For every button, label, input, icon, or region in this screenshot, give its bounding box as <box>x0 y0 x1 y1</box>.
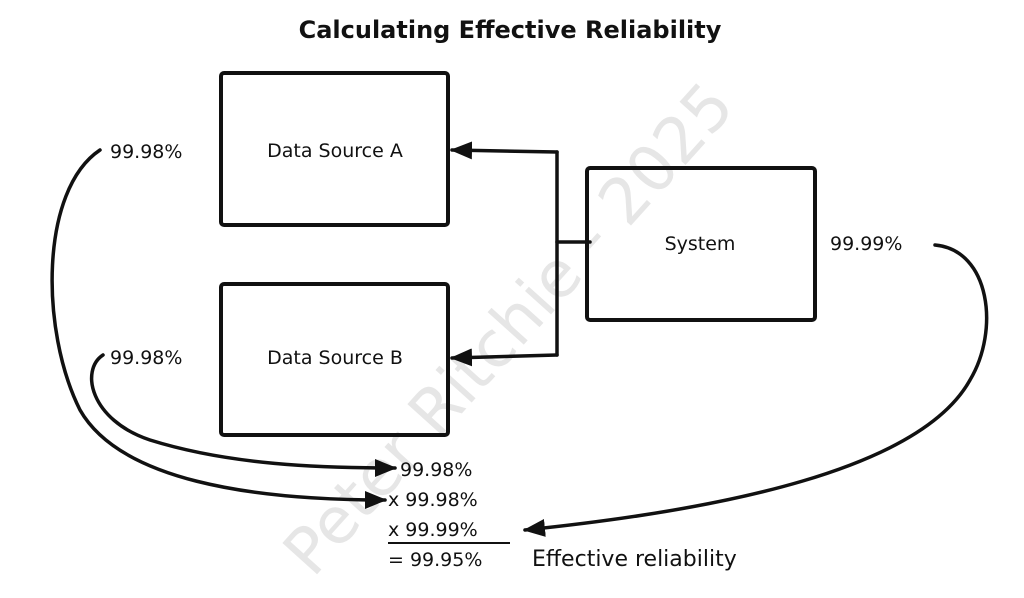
system-curve-arrow <box>523 243 989 537</box>
arrow-to-source-a <box>450 141 559 160</box>
calc-result: = 99.95% <box>388 549 482 571</box>
source-b-reliability: 99.98% <box>110 347 182 369</box>
data-source-a-box <box>219 71 450 227</box>
system-reliability: 99.99% <box>830 233 902 255</box>
data-source-a-label: Data Source A <box>267 140 403 162</box>
diagram-title: Calculating Effective Reliability <box>299 16 722 44</box>
data-source-b-label: Data Source B <box>267 347 403 369</box>
calc-result-label: Effective reliability <box>532 547 737 572</box>
source-a-reliability: 99.98% <box>110 141 182 163</box>
source-a-curve-arrow <box>50 148 387 509</box>
system-label: System <box>665 233 736 255</box>
system-box <box>585 166 817 322</box>
source-b-curve-arrow <box>89 353 397 477</box>
calc-line-1: 99.98% <box>400 459 472 481</box>
calc-line-2: x 99.98% <box>388 489 478 511</box>
data-source-b-box <box>219 282 450 437</box>
calc-line-3: x 99.99% <box>388 519 478 541</box>
arrow-to-source-b <box>450 348 559 367</box>
